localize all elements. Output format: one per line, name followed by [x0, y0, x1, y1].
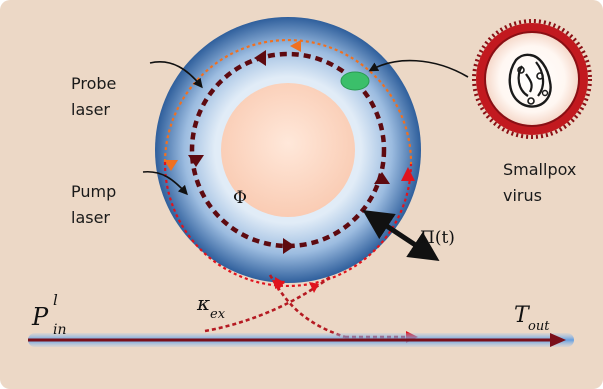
pump-pointer: [142, 170, 188, 196]
pump-laser-label: Pump laser: [71, 182, 121, 227]
mode-arrow-bottom: [283, 238, 295, 254]
pi-t-label: Π(t): [420, 228, 455, 248]
pump-laser-line1: Pump: [71, 182, 116, 201]
probe-arrow-left: [164, 160, 178, 171]
probe-pointer: [149, 61, 203, 89]
virus-label: Smallpox virus: [503, 160, 581, 205]
probe-laser-label: Probe laser: [71, 74, 121, 119]
resonator-core: [221, 83, 355, 217]
kappa-ex-sub: ex: [210, 307, 226, 322]
t-out-label: T out: [514, 303, 550, 334]
p-in-sup: l: [53, 291, 58, 309]
p-in-base: P: [31, 303, 49, 331]
virus-label-line1: Smallpox: [503, 160, 576, 179]
pi-coupling-arrow: [362, 210, 440, 261]
phi-label: Φ: [233, 188, 247, 208]
pump-light-path: [163, 161, 413, 288]
coupling-arrow-2: [309, 282, 319, 293]
t-out-base: T: [514, 303, 531, 328]
mode-arrow-left: [188, 155, 204, 167]
nanoparticle: [340, 71, 370, 91]
waveguide-arrow: [550, 333, 566, 347]
kappa-ex-base: κ: [196, 291, 210, 315]
p-in-label: P l in: [31, 291, 67, 338]
mode-arrow-right: [374, 172, 390, 184]
probe-laser-line2: laser: [71, 100, 110, 119]
t-out-sub: out: [528, 319, 550, 334]
virus-pointer: [368, 59, 469, 78]
probe-arrow-top: [290, 40, 301, 52]
virus-label-line2: virus: [503, 186, 542, 205]
kappa-ex-label: κ ex: [196, 291, 226, 322]
mode-arrow-top: [254, 50, 266, 66]
pump-arrow-right: [401, 167, 415, 181]
coupling-arrow-1: [272, 280, 285, 291]
probe-light-path: [163, 38, 413, 165]
p-in-sub: in: [53, 322, 67, 338]
smallpox-virus-icon: [472, 19, 592, 139]
coupling-path-out: [204, 275, 331, 333]
probe-laser-line1: Probe: [71, 74, 116, 93]
pump-laser-line2: laser: [71, 208, 110, 227]
